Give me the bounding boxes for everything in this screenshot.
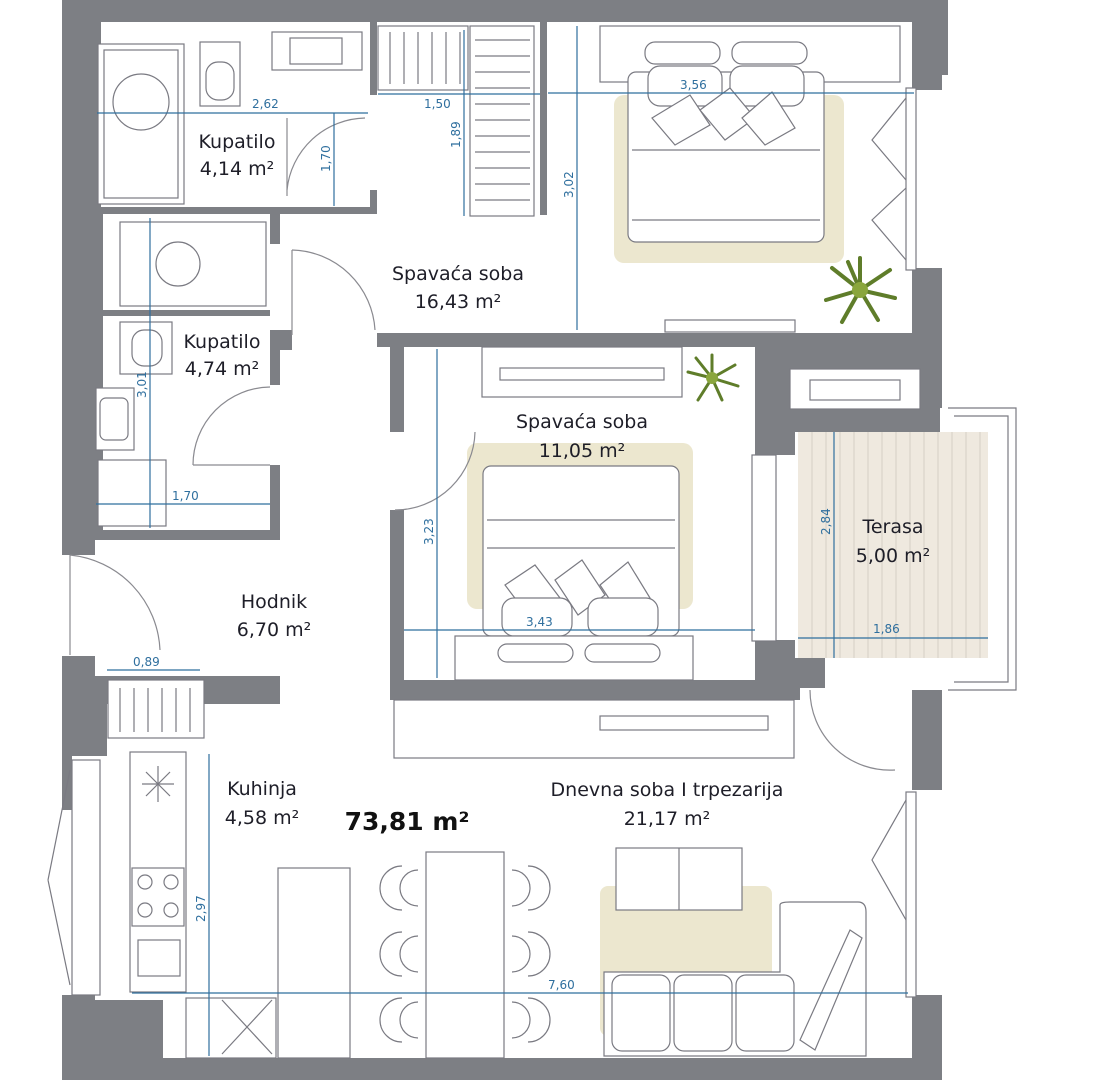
bedroom1-tv-unit (664, 319, 796, 333)
sofa (603, 901, 867, 1057)
dim-terrace-width: 1,86 (873, 622, 900, 636)
dining-table (379, 851, 551, 1059)
terrace-decking (798, 432, 988, 658)
dim-living-width: 7,60 (548, 978, 575, 992)
living-window (871, 791, 917, 998)
bedroom1-window (871, 87, 917, 271)
bedroom1-name: Spavaća soba (392, 263, 524, 285)
bedroom2-area: 11,05 m² (539, 440, 626, 462)
dim-bed1-width: 3,56 (680, 78, 707, 92)
dim-hall-width: 0,89 (133, 655, 160, 669)
plant-icon (686, 353, 740, 402)
bathroom1-name: Kupatilo (199, 131, 276, 153)
dim-bed2-width: 3,43 (526, 615, 553, 629)
dim-closet-height: 1,89 (449, 121, 463, 148)
kitchen-counter (129, 751, 351, 1059)
bedroom1-bed (599, 25, 901, 243)
living-area: 21,17 m² (624, 808, 711, 830)
entrance-door (69, 554, 161, 655)
dim-bed2-height: 3,23 (422, 518, 436, 545)
bathroom2-area: 4,74 m² (185, 358, 259, 380)
bathroom2-name: Kupatilo (184, 331, 261, 353)
terrace-ac-unit (789, 368, 921, 410)
closet-rails (377, 25, 535, 217)
bedroom2-bed (454, 346, 694, 681)
dimension-lines (96, 26, 988, 1056)
dim-terrace-height: 2,84 (819, 508, 833, 535)
dim-bath2-height: 3,01 (135, 371, 149, 398)
bedroom2-window (751, 454, 777, 642)
bathroom2-fixtures (95, 221, 267, 527)
walls (62, 0, 948, 1080)
terrace-name: Terasa (861, 516, 923, 538)
hallway-area: 6,70 m² (237, 619, 311, 641)
total-area: 73,81 m² (345, 807, 470, 836)
dim-closet-width: 1,50 (424, 97, 451, 111)
dim-bed1-height: 3,02 (562, 171, 576, 198)
terrace-railing (948, 407, 1017, 691)
plant-icon (824, 256, 897, 324)
bedroom2-name: Spavaća soba (516, 411, 648, 433)
living-name: Dnevna soba I trpezarija (551, 779, 784, 801)
dim-kitchen-height: 2,97 (194, 895, 208, 922)
dim-bath1-width: 2,62 (252, 97, 279, 111)
bathroom1-fixtures (97, 31, 363, 205)
doors (192, 117, 896, 771)
kitchen-area: 4,58 m² (225, 807, 299, 829)
terrace-area: 5,00 m² (856, 545, 930, 567)
hallway-name: Hodnik (241, 591, 307, 613)
living-tv-unit (393, 699, 795, 759)
kitchen-name: Kuhinja (227, 778, 297, 800)
dim-bath2-width: 1,70 (172, 489, 199, 503)
bathroom1-area: 4,14 m² (200, 158, 274, 180)
coffee-table (615, 847, 743, 911)
hall-wardrobe (107, 679, 205, 739)
kitchen-window (47, 759, 101, 996)
bedroom1-area: 16,43 m² (415, 291, 502, 313)
dim-bath1-height: 1,70 (319, 145, 333, 172)
